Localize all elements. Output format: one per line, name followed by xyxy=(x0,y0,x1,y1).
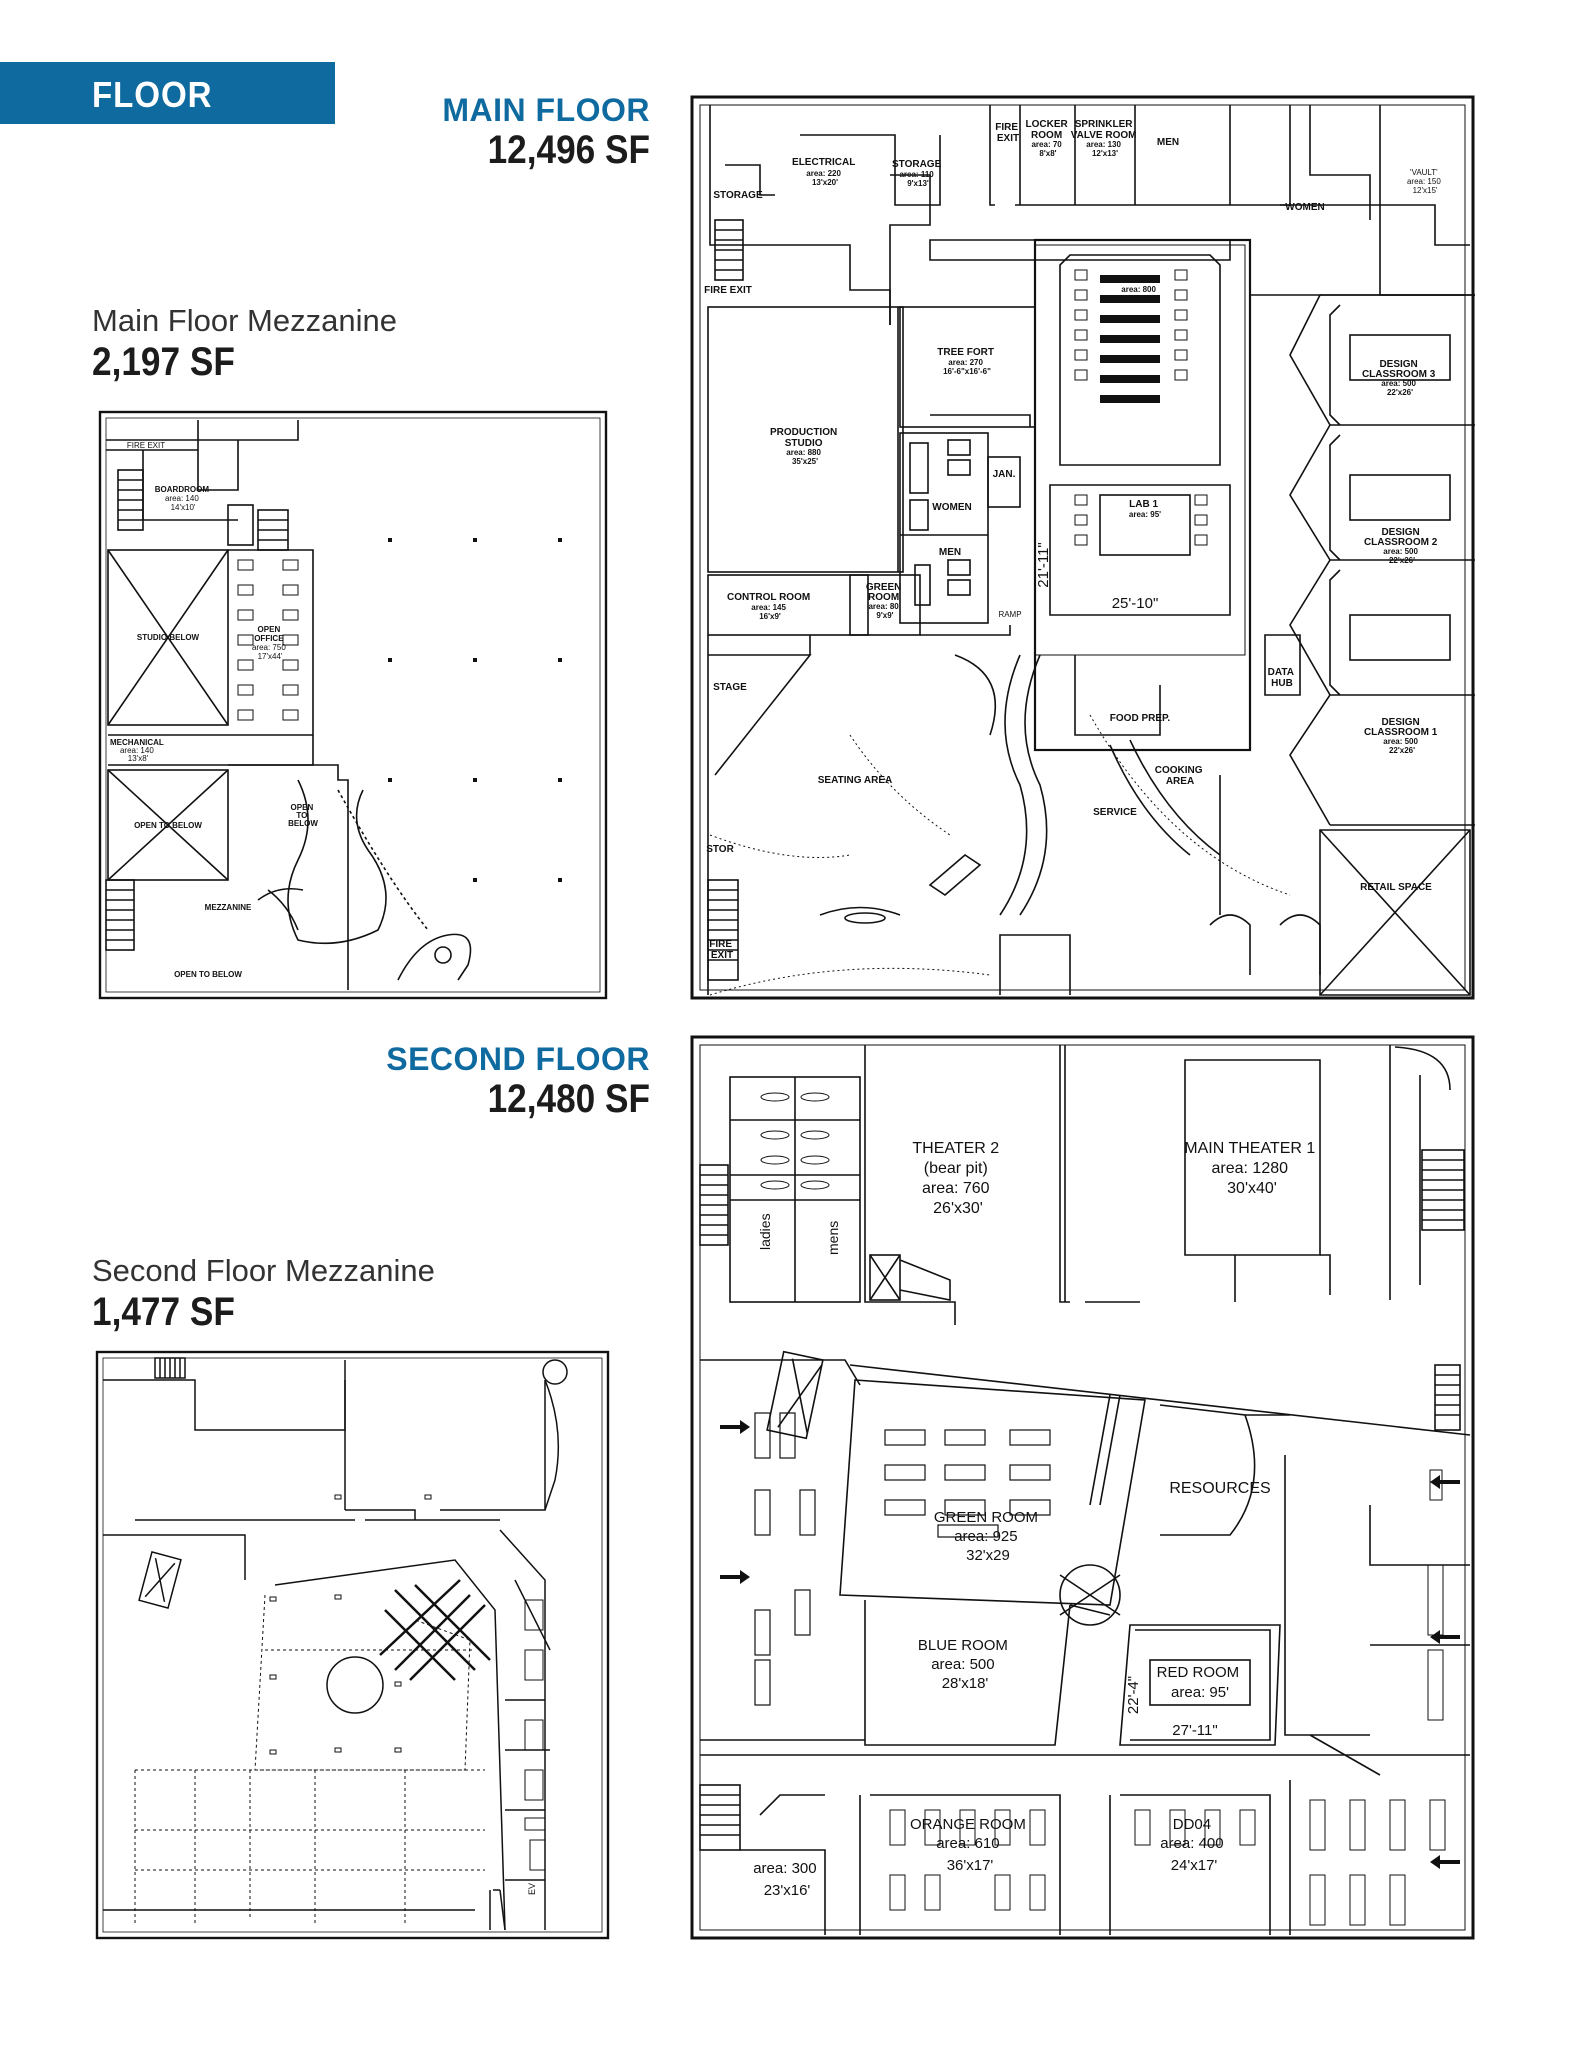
room-label-ev: EV xyxy=(527,1883,537,1895)
room-label-fire-exit-left: FIRE EXIT xyxy=(704,285,752,296)
second-mezzanine-area: 1,477 SF xyxy=(92,1290,235,1334)
room-label-men-top: MEN xyxy=(1157,137,1179,148)
room-label-orange-room: ORANGE ROOM area: 610 36'x17' xyxy=(910,1816,1030,1874)
main-mezzanine-plan: FIRE EXIT BOARDROOM area: 140 14'x10' ST… xyxy=(98,410,608,1000)
main-mezzanine-title: Main Floor Mezzanine xyxy=(92,303,397,338)
dimension-vertical: 22'-4" xyxy=(1125,1676,1142,1714)
second-mezzanine-plan: EV xyxy=(95,1350,610,1940)
room-label-storage: STORAGE area: 110 9'x13' xyxy=(892,159,944,188)
room-label-stage: STAGE xyxy=(713,682,747,693)
dimension-vertical: 21'-11" xyxy=(1035,542,1052,587)
dimension-horizontal: 25'-10" xyxy=(1112,595,1159,612)
room-label-fire-exit-bottom: FIRE EXIT xyxy=(709,939,735,961)
room-label-main-theater-1: MAIN THEATER 1 area: 1280 30'x40' xyxy=(1184,1140,1319,1197)
room-label-stor: STOR xyxy=(706,844,734,855)
room-label-mens: mens xyxy=(825,1221,841,1255)
main-floor-plan: ELECTRICAL area: 220 13'x20' STORAGE are… xyxy=(690,95,1475,1000)
room-label-theater-2: THEATER 2 (bear pit) area: 760 26'x30' xyxy=(912,1140,1003,1217)
room-label-locker-room: LOCKER ROOM area: 70 8'x8' xyxy=(1025,119,1070,158)
room-label-electrical: ELECTRICAL area: 220 13'x20' xyxy=(792,157,858,187)
room-label-tree-fort: TREE FORT area: 270 16'-6"x16'-6" xyxy=(937,347,996,376)
room-label-sprinkler: SPRINKLER VALVE ROOM area: 130 12'x13' xyxy=(1071,119,1140,158)
room-label-open-to-below-1: OPEN TO BELOW xyxy=(134,821,202,830)
dimension-horizontal: 27'-11" xyxy=(1172,1722,1217,1739)
room-label-fire-exit: FIRE EXIT xyxy=(127,441,165,450)
room-label-design-classroom-1: DESIGN CLASSROOM 1 area: 500 22'x26' xyxy=(1364,717,1440,755)
ramp-label: RAMP xyxy=(998,610,1021,619)
room-label-dd04: DD04 area: 400 24'x17' xyxy=(1160,1816,1228,1874)
room-label-mezzanine: MEZZANINE xyxy=(205,903,252,912)
room-label-vault: 'VAULT' area: 150 12'x15' xyxy=(1407,168,1443,195)
room-label-fire-exit-top: FIRE EXIT xyxy=(995,122,1021,144)
second-mezzanine-title: Second Floor Mezzanine xyxy=(92,1253,435,1288)
room-label-red-room: RED ROOM area: 95' xyxy=(1157,1664,1244,1701)
room-label-seating-area: SEATING AREA xyxy=(818,775,892,786)
page-header-banner: FLOOR PLAN xyxy=(0,62,335,157)
room-label-men-mid: MEN xyxy=(939,547,961,558)
main-floor-area: 12,496 SF xyxy=(487,128,650,172)
second-floor-area: 12,480 SF xyxy=(487,1077,650,1121)
room-label-mechanical: MECHANICAL area: 140 13'x8' xyxy=(110,738,166,763)
room-label-data-hub: DATA HUB xyxy=(1268,667,1297,689)
room-label-ladies: ladies xyxy=(757,1213,773,1250)
second-floor-title: SECOND FLOOR xyxy=(386,1041,650,1077)
second-floor-plan: ladies mens THEATER 2 (bear pit) area: 7… xyxy=(690,1035,1475,1940)
room-label-boardroom: BOARDROOM area: 140 14'x10' xyxy=(155,485,211,512)
room-label-open-to-below-2: OPEN TO BELOW xyxy=(288,803,318,828)
room-label-lab-2: LAB 2 area: 800 31'x26' xyxy=(1121,275,1158,303)
room-label-food-prep: FOOD PREP. xyxy=(1110,713,1171,724)
room-label-area-300: area: 300 23'x16' xyxy=(753,1860,821,1899)
room-label-retail-space: RETAIL SPACE xyxy=(1360,882,1432,893)
room-label-production-studio: PRODUCTION STUDIO area: 880 35'x25' xyxy=(770,427,840,466)
room-label-design-classroom-2: DESIGN CLASSROOM 2 area: 500 22'x26' xyxy=(1364,527,1440,565)
room-label-cooking-area: COOKING AREA xyxy=(1155,765,1206,787)
room-label-green-room: GREEN ROOM area: 80 9'x9' xyxy=(866,582,904,620)
room-label-women-top: WOMEN xyxy=(1285,202,1324,213)
room-label-green-room: GREEN ROOM area: 925 32'x29 xyxy=(934,1509,1042,1564)
room-label-open-to-below-3: OPEN TO BELOW xyxy=(174,970,242,979)
page-title: FLOOR PLAN xyxy=(92,74,213,157)
main-floor-title: MAIN FLOOR xyxy=(442,92,650,128)
main-mezzanine-area: 2,197 SF xyxy=(92,340,235,384)
room-label-design-classroom-3: DESIGN CLASSROOM 3 area: 500 22'x26' xyxy=(1362,359,1438,397)
room-label-control-room: CONTROL ROOM area: 145 16'x9' xyxy=(727,592,813,621)
room-label-resources: RESOURCES xyxy=(1169,1480,1270,1497)
room-label-women-mid: WOMEN xyxy=(932,502,971,513)
room-label-service: SERVICE xyxy=(1093,807,1137,818)
room-label-lab-1: LAB 1 area: 95' xyxy=(1129,499,1161,519)
room-label-janitor: JAN. xyxy=(993,469,1016,480)
room-label-open-office: OPEN OFFICE area: 750 17'x44' xyxy=(252,625,288,661)
room-label-studio-below: STUDIO BELOW xyxy=(137,633,200,642)
room-label-storage-left: STORAGE xyxy=(713,190,763,201)
room-label-blue-room: BLUE ROOM area: 500 28'x18' xyxy=(918,1637,1012,1692)
